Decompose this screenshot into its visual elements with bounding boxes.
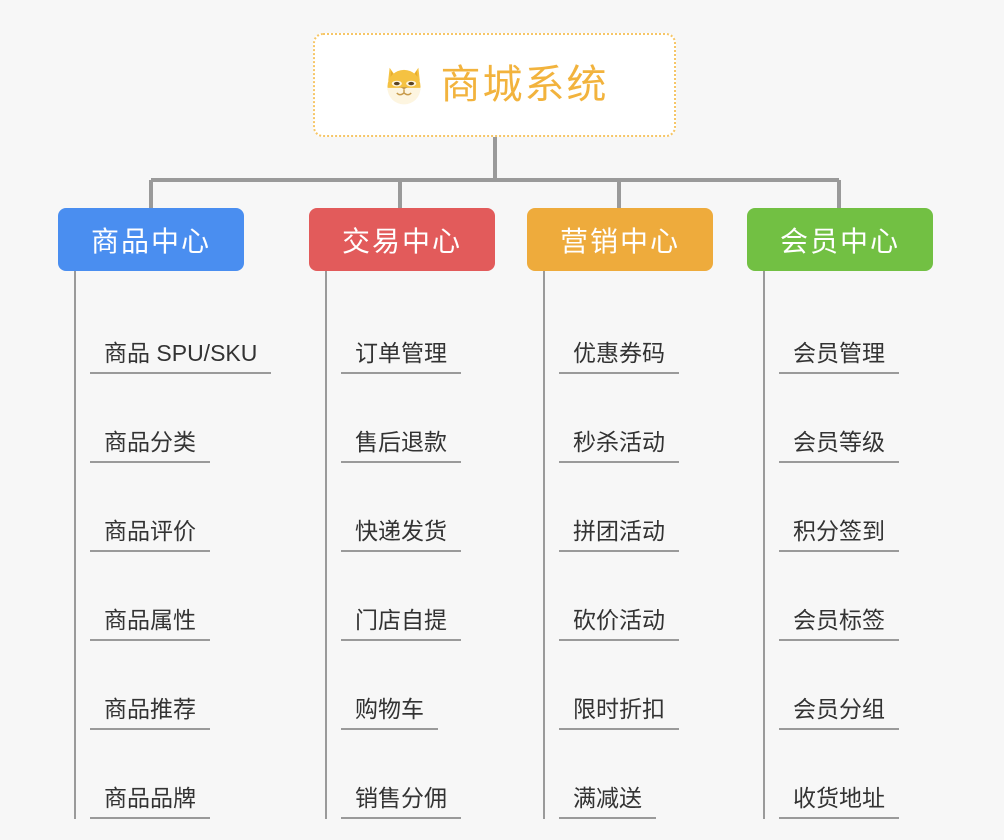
leaf-label: 收货地址 [779, 785, 899, 819]
list-item[interactable]: 秒杀活动 [543, 374, 713, 463]
branch-header-product-center[interactable]: 商品中心 [58, 208, 244, 271]
list-item[interactable]: 满减送 [543, 730, 713, 819]
list-item[interactable]: 商品评价 [74, 463, 244, 552]
branch-label: 会员中心 [779, 225, 900, 257]
branch-items-member-center: 会员管理 会员等级 积分签到 会员标签 会员分组 收货地址 [747, 271, 933, 819]
leaf-label: 商品 SPU/SKU [90, 340, 272, 374]
leaf-label: 商品品牌 [90, 785, 210, 819]
leaf-label: 满减送 [559, 785, 656, 819]
list-item[interactable]: 销售分佣 [325, 730, 495, 819]
branch-items-product-center: 商品 SPU/SKU 商品分类 商品评价 商品属性 商品推荐 商品品牌 [58, 271, 272, 819]
list-item[interactable]: 优惠券码 [543, 285, 713, 374]
leaf-label: 商品分类 [90, 429, 210, 463]
leaf-label: 积分签到 [779, 518, 899, 552]
branch-spine [325, 271, 327, 819]
leaf-label: 会员分组 [779, 696, 899, 730]
root-node[interactable]: 商城系统 [313, 33, 676, 137]
list-item[interactable]: 快递发货 [325, 463, 495, 552]
branch-spine [543, 271, 545, 819]
leaf-label: 商品评价 [90, 518, 210, 552]
list-item[interactable]: 会员管理 [763, 285, 933, 374]
list-item[interactable]: 商品属性 [74, 552, 244, 641]
leaf-label: 拼团活动 [559, 518, 679, 552]
branch-header-member-center[interactable]: 会员中心 [747, 208, 933, 271]
list-item[interactable]: 限时折扣 [543, 641, 713, 730]
list-item[interactable]: 商品品牌 [74, 730, 244, 819]
list-item[interactable]: 商品分类 [74, 374, 244, 463]
branch-marketing-center: 营销中心 优惠券码 秒杀活动 拼团活动 砍价活动 限时折扣 满减送 [527, 208, 713, 819]
list-item[interactable]: 订单管理 [325, 285, 495, 374]
leaf-label: 会员管理 [779, 340, 899, 374]
root-title: 商城系统 [440, 63, 609, 107]
list-item[interactable]: 商品推荐 [74, 641, 244, 730]
list-item[interactable]: 会员标签 [763, 552, 933, 641]
branch-spine [74, 271, 76, 819]
branch-label: 营销中心 [559, 225, 680, 257]
branch-label: 交易中心 [341, 225, 462, 257]
list-item[interactable]: 积分签到 [763, 463, 933, 552]
leaf-label: 会员等级 [779, 429, 899, 463]
leaf-label: 售后退款 [341, 429, 461, 463]
leaf-label: 订单管理 [341, 340, 461, 374]
branch-member-center: 会员中心 会员管理 会员等级 积分签到 会员标签 会员分组 收货地址 [747, 208, 933, 819]
list-item[interactable]: 砍价活动 [543, 552, 713, 641]
leaf-label: 秒杀活动 [559, 429, 679, 463]
leaf-label: 购物车 [341, 696, 438, 730]
leaf-label: 砍价活动 [559, 607, 679, 641]
list-item[interactable]: 拼团活动 [543, 463, 713, 552]
branch-header-trade-center[interactable]: 交易中心 [309, 208, 495, 271]
branch-trade-center: 交易中心 订单管理 售后退款 快递发货 门店自提 购物车 销售分佣 [309, 208, 495, 819]
leaf-label: 商品推荐 [90, 696, 210, 730]
branch-product-center: 商品中心 商品 SPU/SKU 商品分类 商品评价 商品属性 商品推荐 商品品牌 [58, 208, 272, 819]
list-item[interactable]: 收货地址 [763, 730, 933, 819]
list-item[interactable]: 商品 SPU/SKU [74, 285, 272, 374]
leaf-label: 快递发货 [341, 518, 461, 552]
branch-items-trade-center: 订单管理 售后退款 快递发货 门店自提 购物车 销售分佣 [309, 271, 495, 819]
branch-spine [763, 271, 765, 819]
branch-label: 商品中心 [90, 225, 211, 257]
leaf-label: 商品属性 [90, 607, 210, 641]
leaf-label: 优惠券码 [559, 340, 679, 374]
list-item[interactable]: 会员分组 [763, 641, 933, 730]
leaf-label: 限时折扣 [559, 696, 679, 730]
list-item[interactable]: 会员等级 [763, 374, 933, 463]
branch-items-marketing-center: 优惠券码 秒杀活动 拼团活动 砍价活动 限时折扣 满减送 [527, 271, 713, 819]
list-item[interactable]: 购物车 [325, 641, 495, 730]
shiba-dog-icon [386, 67, 421, 105]
list-item[interactable]: 售后退款 [325, 374, 495, 463]
leaf-label: 会员标签 [779, 607, 899, 641]
list-item[interactable]: 门店自提 [325, 552, 495, 641]
leaf-label: 门店自提 [341, 607, 461, 641]
leaf-label: 销售分佣 [341, 785, 461, 819]
branch-header-marketing-center[interactable]: 营销中心 [527, 208, 713, 271]
